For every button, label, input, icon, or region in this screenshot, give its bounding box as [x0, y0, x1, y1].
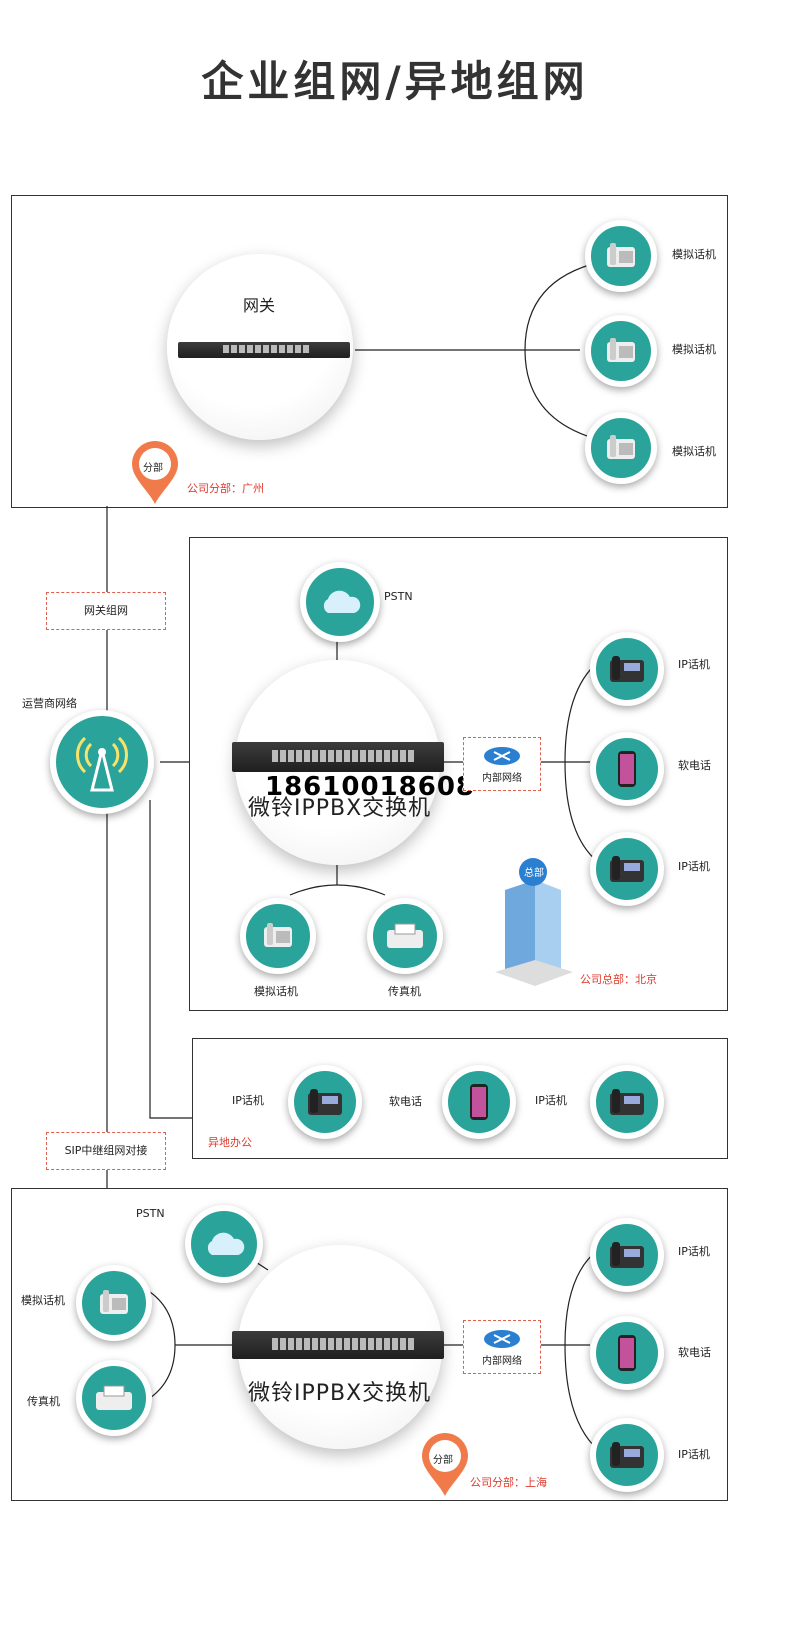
analog-phone-node [585, 412, 657, 484]
building-badge: 总部 [524, 868, 544, 879]
building-icon [495, 858, 573, 986]
sip-trunk-box: SIP中继组网对接 [46, 1132, 166, 1170]
ip-phone-label: IP话机 [678, 1245, 710, 1258]
ip-phone-label: IP话机 [678, 658, 710, 671]
ip-phone-node [590, 1065, 664, 1139]
cloud-icon [323, 590, 361, 613]
pbx-device [232, 1331, 444, 1359]
signal-tower-icon [75, 736, 129, 792]
analog-phone-label: 模拟话机 [21, 1294, 65, 1307]
analog-phone-label: 模拟话机 [672, 343, 716, 356]
lan-label: 内部网络 [482, 773, 522, 784]
location-label: 异地办公 [208, 1136, 252, 1149]
fax-node [367, 898, 443, 974]
lan-box: 内部网络 [463, 1320, 541, 1374]
gateway-label: 网关 [243, 296, 276, 315]
pstn-cloud-node [300, 562, 380, 642]
location-label: 公司分部：广州 [187, 482, 264, 495]
pbx-label: 微铃IPPBX交换机 [248, 1381, 432, 1406]
router-icon [484, 747, 520, 765]
fax-label: 传真机 [27, 1395, 60, 1408]
ip-phone-node [590, 1418, 664, 1492]
ip-phone-node [590, 632, 664, 706]
analog-phone-node [240, 898, 316, 974]
pstn-cloud-node [185, 1205, 263, 1283]
softphone-node [590, 732, 664, 806]
pin-label: 分部 [143, 463, 163, 474]
location-label: 公司分部：上海 [470, 1476, 547, 1489]
gateway-device [178, 342, 350, 358]
analog-phone-node [585, 315, 657, 387]
tower-node [50, 710, 154, 814]
softphone-label: 软电话 [389, 1095, 422, 1108]
fax-icon [387, 923, 423, 948]
location-pin-icon [132, 441, 178, 504]
router-icon [484, 1330, 520, 1348]
ip-phone-node [590, 832, 664, 906]
pstn-label: PSTN [136, 1207, 165, 1220]
fax-icon [96, 1385, 132, 1410]
carrier-label: 运营商网络 [22, 697, 77, 710]
ip-phone-label: IP话机 [232, 1094, 264, 1107]
lan-label: 内部网络 [482, 1356, 522, 1367]
softphone-label: 软电话 [678, 759, 711, 772]
location-pin-icon [422, 1433, 468, 1496]
ip-phone-node [288, 1065, 362, 1139]
analog-phone-node [585, 220, 657, 292]
page-title: 企业组网/异地组网 [201, 57, 589, 106]
fax-node [76, 1360, 152, 1436]
analog-phone-label: 模拟话机 [254, 985, 298, 998]
softphone-node [442, 1065, 516, 1139]
ip-phone-label: IP话机 [678, 860, 710, 873]
pbx-label: 微铃IPPBX交换机 [248, 796, 432, 821]
ip-phone-label: IP话机 [678, 1448, 710, 1461]
location-label: 公司总部：北京 [580, 973, 657, 986]
gateway-group-box: 网关组网 [46, 592, 166, 630]
cloud-icon [207, 1232, 245, 1255]
pstn-label: PSTN [384, 590, 413, 603]
lan-box: 内部网络 [463, 737, 541, 791]
fax-label: 传真机 [388, 985, 421, 998]
ip-phone-label: IP话机 [535, 1094, 567, 1107]
phone-number: 18610018608 [265, 772, 475, 802]
analog-phone-label: 模拟话机 [672, 445, 716, 458]
ip-phone-node [590, 1218, 664, 1292]
softphone-node [590, 1316, 664, 1390]
analog-phone-label: 模拟话机 [672, 248, 716, 261]
softphone-label: 软电话 [678, 1346, 711, 1359]
pbx-device [232, 742, 444, 772]
analog-phone-node [76, 1265, 152, 1341]
pin-label: 分部 [433, 1455, 453, 1466]
